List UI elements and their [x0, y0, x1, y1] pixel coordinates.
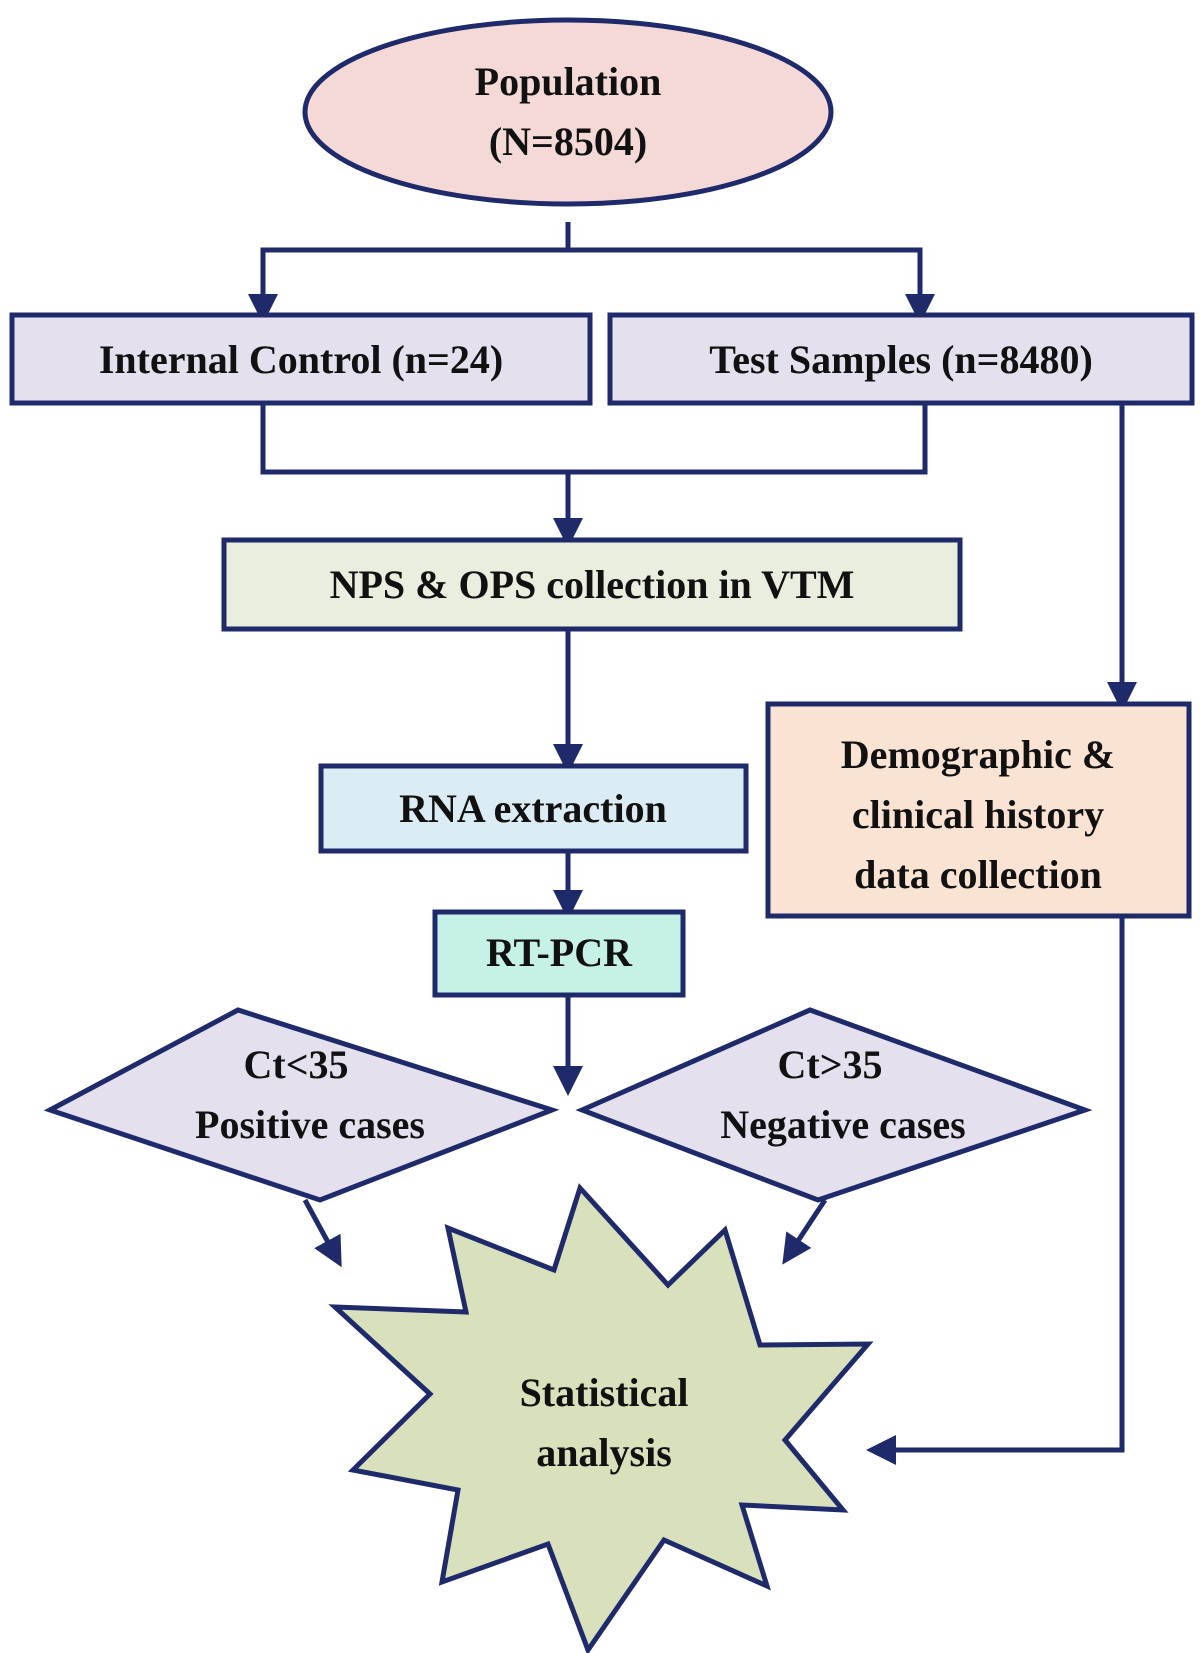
test-samples-box — [607, 312, 1195, 406]
internal-control-label: Internal Control (n=24) — [99, 337, 503, 382]
test-samples-label: Test Samples (n=8480) — [709, 337, 1093, 382]
connector-negative-to-analysis — [782, 1198, 828, 1265]
connector-positive-to-analysis — [302, 1198, 342, 1268]
connector-to-test-samples — [568, 247, 935, 324]
internal-control-node: Internal Control (n=24) — [9, 312, 593, 406]
negative-cases-diamond — [575, 1007, 1093, 1203]
negative-cases-node: Ct>35 Negative cases — [575, 1007, 1093, 1203]
demographic-node: Demographic & clinical history data coll… — [765, 701, 1192, 919]
population-ellipse — [302, 17, 834, 207]
rna-extraction-box — [318, 763, 749, 854]
statistical-analysis-line-2: analysis — [536, 1430, 672, 1475]
collection-node: NPS & OPS collection in VTM — [221, 537, 963, 632]
connector-to-internal-control — [248, 247, 568, 324]
population-node: Population (N=8504) — [302, 17, 834, 207]
statistical-analysis-line-1: Statistical — [520, 1370, 689, 1415]
demographic-line-1: Demographic & — [841, 732, 1115, 777]
demographic-box — [765, 701, 1192, 919]
population-title: Population — [475, 59, 662, 104]
positive-label: Positive cases — [195, 1102, 425, 1147]
positive-cases-node: Ct<35 Positive cases — [43, 1007, 560, 1203]
internal-control-box — [9, 312, 593, 406]
connector-demographic-to-analysis — [866, 916, 1125, 1465]
negative-label: Negative cases — [720, 1102, 965, 1147]
demographic-line-2: clinical history — [852, 792, 1104, 837]
connectors — [248, 222, 1137, 1465]
collection-box — [221, 537, 963, 632]
statistical-analysis-starburst — [328, 1183, 874, 1653]
rna-extraction-node: RNA extraction — [318, 763, 749, 854]
negative-threshold: Ct>35 — [778, 1042, 883, 1087]
collection-label: NPS & OPS collection in VTM — [330, 562, 855, 607]
statistical-analysis-node: Statistical analysis — [328, 1183, 874, 1653]
connector-groups-merge — [260, 403, 928, 475]
positive-cases-diamond — [43, 1007, 560, 1203]
test-samples-node: Test Samples (n=8480) — [607, 312, 1195, 406]
demographic-line-3: data collection — [854, 852, 1102, 897]
positive-threshold: Ct<35 — [244, 1042, 349, 1087]
rt-pcr-box — [432, 909, 686, 998]
population-count: (N=8504) — [489, 119, 647, 164]
rt-pcr-node: RT-PCR — [432, 909, 686, 998]
rna-extraction-label: RNA extraction — [399, 786, 667, 831]
rt-pcr-label: RT-PCR — [486, 930, 633, 975]
